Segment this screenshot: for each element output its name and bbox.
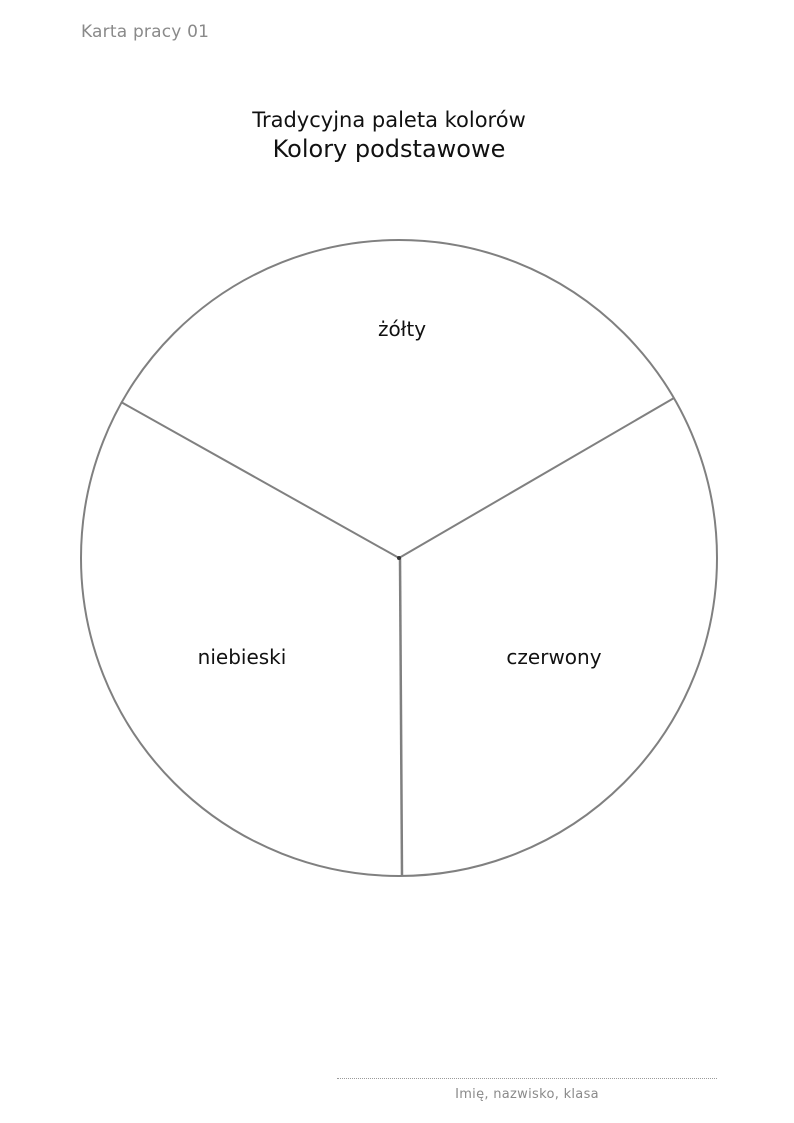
name-entry-line[interactable] bbox=[337, 1078, 717, 1079]
wheel-outline bbox=[80, 239, 718, 877]
segment-label-red: czerwony bbox=[506, 645, 602, 669]
subtitle: Tradycyjna paleta kolorów bbox=[252, 108, 526, 132]
divider-line-right bbox=[398, 397, 675, 559]
segment-label-blue: niebieski bbox=[197, 645, 287, 669]
heading-block: Tradycyjna paleta kolorów Kolory podstaw… bbox=[0, 106, 794, 164]
page-title: Kolory podstawowe bbox=[272, 135, 506, 163]
divider-line-left bbox=[120, 401, 400, 559]
segment-label-yellow: żółty bbox=[377, 317, 427, 341]
divider-line-bottom bbox=[398, 557, 404, 877]
worksheet-number-label: Karta pracy 01 bbox=[81, 22, 210, 42]
wheel-center bbox=[397, 556, 401, 560]
name-entry-caption: Imię, nazwisko, klasa bbox=[455, 1087, 599, 1102]
